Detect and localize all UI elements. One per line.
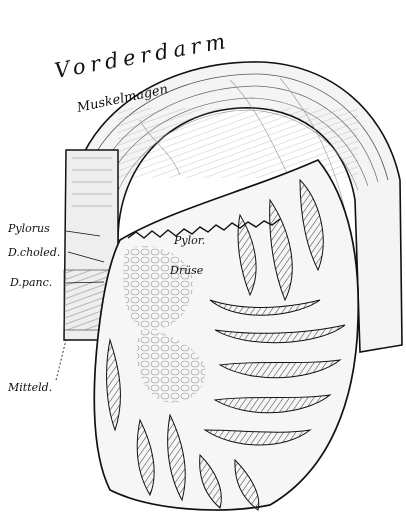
- label-pylorus: Pylorus: [7, 222, 50, 235]
- label-d-choled: D.choled.: [7, 246, 60, 259]
- label-druese: Drüse: [169, 264, 204, 277]
- label-mitteldarm: Mitteld.: [7, 381, 52, 394]
- leader-midgut: [56, 340, 66, 380]
- label-pylor: Pylor.: [173, 234, 205, 247]
- label-d-panc: D.panc.: [9, 276, 52, 289]
- pyloric-gland-section: [94, 160, 358, 510]
